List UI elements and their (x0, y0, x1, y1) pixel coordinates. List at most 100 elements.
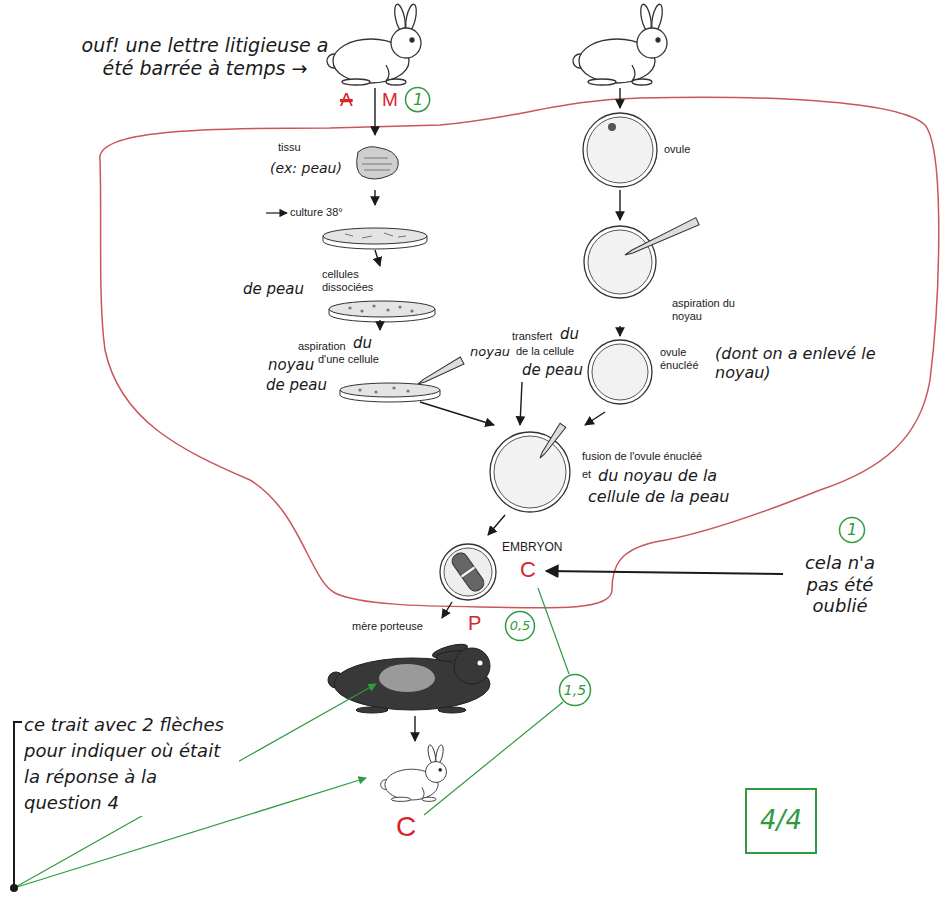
step-label: aspiration du noyau (672, 297, 744, 323)
flow-arrow (442, 602, 452, 618)
grade-letter: C (520, 557, 536, 583)
flow-arrow (520, 382, 522, 425)
grade-circle: 0,5 (504, 610, 536, 642)
grade-circle: 1 (404, 86, 431, 113)
grade-number: 1,5 (564, 682, 586, 699)
grade-circle-ring (560, 675, 591, 706)
step-label: et (582, 468, 591, 481)
grade-circle-ring (406, 88, 430, 112)
petri-dish (329, 301, 435, 317)
crossed-letter: A (340, 89, 353, 112)
handwritten-label: (dont on a enlevé le noyau) (715, 344, 895, 382)
rabbit-head (454, 648, 490, 684)
ovule-inner (587, 117, 653, 183)
embryo-cell-pair (449, 550, 486, 594)
cell-dot (358, 388, 361, 391)
cell-dot (392, 386, 395, 389)
cell-dot (398, 305, 401, 308)
handwritten-note: cela n'a pas été oublié (790, 552, 890, 617)
grade-letter: P (468, 611, 481, 635)
process-step: culture 38° (268, 205, 438, 250)
embryo-outer (440, 544, 496, 600)
flow-arrow (379, 320, 380, 330)
step-label: de la cellule (516, 345, 574, 358)
handwritten-label: de peau (522, 361, 583, 379)
step-label: aspiration (298, 340, 346, 353)
step-label: ovule énucléé (660, 346, 712, 372)
handwritten-label: du (560, 325, 579, 343)
step-label: tissu (278, 141, 301, 154)
flow-arrow (414, 716, 415, 741)
flow-arrow (374, 190, 375, 205)
process-step: fusion de l'ovule énuclééetdu noyau de l… (488, 425, 768, 515)
petri-dish (323, 228, 427, 244)
tissue-texture (362, 158, 392, 170)
handwritten-label: cellule de la peau (588, 487, 729, 506)
cell-dots (358, 386, 409, 393)
process-step: tissu (ex: peau) (268, 138, 408, 190)
ovule-inner (588, 230, 652, 294)
process-step: EMBRYON (438, 535, 578, 602)
embryo-cells (449, 550, 486, 594)
surrogate-rabbit (328, 642, 490, 713)
donor-rabbit (327, 3, 421, 85)
process-step: transfert du noyau de la cellule de peau (466, 324, 585, 382)
grade-number: 1 (847, 520, 857, 539)
petri-dish-rim (323, 236, 427, 249)
grade-box: 4/4 (745, 788, 817, 854)
embryo-patch (379, 664, 435, 692)
grade-letter: M (382, 89, 398, 112)
flow-arrow (374, 88, 375, 135)
grade-circle: 1,5 (558, 673, 592, 707)
step-label: d'une cellule (318, 353, 379, 366)
cell-dot (410, 309, 413, 312)
cell-dot (386, 308, 389, 311)
cell-dots (348, 304, 413, 312)
flow-arrow (585, 412, 605, 425)
handwritten-label: de peau (266, 376, 327, 394)
flow-arrow (619, 326, 620, 336)
grade-circle: 1 (838, 516, 866, 544)
process-step: ovule (578, 110, 713, 190)
pipette-body (416, 357, 464, 388)
handwritten-label: noyau (470, 344, 510, 360)
culture-texture (345, 233, 406, 238)
tissue-sample (357, 147, 399, 179)
cell-dot (406, 389, 409, 392)
process-step: aspiration dud'une cellule noyau de peau (262, 330, 442, 402)
answer-pointer (14, 684, 376, 888)
step-label: transfert (512, 330, 552, 343)
ovule-outer (588, 340, 652, 404)
fusion-cell-inner (494, 436, 566, 508)
handwritten-label: (ex: peau) (270, 160, 342, 177)
petri-dish (340, 383, 440, 397)
process-step: ovule énucléé(dont on a enlevé le noyau) (586, 336, 906, 412)
step-label: cellules dissociées (322, 268, 384, 294)
embryo-inner (444, 548, 492, 596)
rabbit-foot (356, 707, 388, 713)
step-label: fusion de l'ovule énucléé (582, 450, 702, 463)
ovule-outer (584, 226, 656, 298)
ovule-nucleus (608, 123, 616, 131)
handwritten-label: de peau (243, 280, 304, 298)
petri-dish-rim (340, 390, 440, 402)
clone-rabbit (381, 744, 447, 801)
step-label: culture 38° (290, 206, 343, 219)
egg-donor-rabbit (573, 3, 667, 85)
cell-dot (348, 306, 351, 309)
handwritten-label: noyau (268, 356, 314, 374)
note-bracket (14, 722, 22, 886)
grade-leader (424, 702, 563, 815)
red-outline (100, 97, 939, 608)
ovule-inner (592, 344, 648, 400)
note-pointer (546, 571, 783, 574)
flow-arrow (619, 190, 620, 220)
handwritten-label: du (353, 334, 372, 352)
grade-number: 1 (413, 90, 423, 109)
step-label: ovule (664, 143, 690, 156)
grade-number: 4/4 (760, 805, 802, 836)
handwritten-note: ce trait avec 2 flèches pour indiquer où… (24, 712, 239, 816)
fusion-cell-outer (490, 432, 570, 512)
